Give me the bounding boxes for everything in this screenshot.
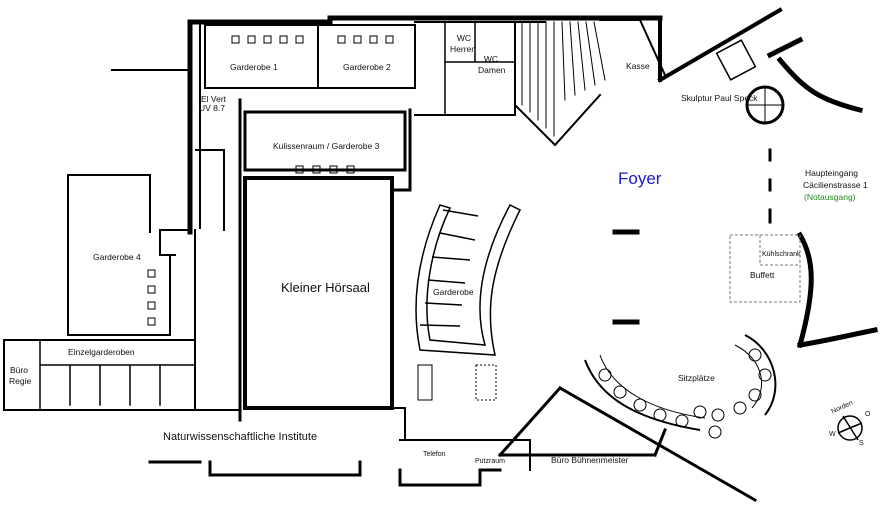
entrance-wall-upper — [766, 36, 864, 114]
label-putzraum: Putzraum — [475, 458, 505, 465]
furniture — [147, 35, 497, 401]
left-wing-top — [111, 69, 191, 256]
coat-racks — [419, 209, 479, 327]
right-top-wall — [657, 7, 783, 83]
label-regie: Regie — [9, 376, 32, 386]
telefon-wall — [399, 439, 531, 471]
left-lower-wall — [194, 229, 241, 411]
stair-top — [514, 21, 602, 147]
label-compass-w: W — [829, 431, 836, 438]
wc-divider — [444, 21, 516, 116]
label-uv: UV 8.7 — [199, 103, 225, 113]
label-wc-damen: Damen — [478, 65, 506, 75]
stair-steps — [521, 21, 606, 137]
left-stair-wall — [195, 24, 225, 231]
label-kulissenraum: Kulissenraum / Garderobe 3 — [273, 141, 380, 151]
compass — [837, 415, 863, 441]
label-kasse: Kasse — [626, 61, 650, 71]
kasse-wall — [599, 19, 667, 77]
label-buero-buehnenmeister: Büro Bühnenmeister — [551, 455, 629, 465]
lower-center-wall — [379, 407, 406, 441]
label-compass-s: S — [859, 440, 864, 447]
label-sitzplaetze: Sitzplätze — [678, 373, 715, 383]
label-telefon: Telefon — [423, 451, 446, 458]
label-skulptur: Skulptur Paul Speck — [681, 93, 758, 103]
label-foyer: Foyer — [618, 169, 662, 188]
skulptur-symbol — [715, 39, 785, 125]
walls — [3, 7, 878, 503]
buffett-area — [729, 234, 801, 303]
label-garderobe: Garderobe — [433, 287, 474, 297]
outer-wall-top — [187, 15, 663, 25]
entrance-wall-lower — [796, 231, 878, 349]
label-wc-herren-title: WC — [456, 33, 472, 43]
label-wc-damen-title: WC — [483, 54, 499, 64]
bottom-wall-right — [398, 468, 502, 487]
label-einzelgarderoben: Einzelgarderoben — [68, 347, 135, 357]
label-garderobe-1: Garderobe 1 — [230, 62, 278, 72]
seating — [584, 334, 777, 439]
bottom-wall-left — [148, 460, 362, 477]
label-notausgang: (Notausgang) — [804, 192, 856, 202]
label-kuehlschrank: Kühlschrank — [762, 251, 801, 258]
label-wc-herren: Herren — [450, 44, 476, 54]
label-garderobe-4: Garderobe 4 — [93, 252, 141, 262]
label-compass-o: O — [865, 411, 871, 418]
einzel-partitions — [39, 339, 196, 411]
garderobe-4-wall — [67, 174, 171, 336]
label-naturwissenschaftliche: Naturwissenschaftliche Institute — [163, 431, 318, 443]
label-buero: Büro — [10, 365, 28, 375]
label-garderobe-2: Garderobe 2 — [343, 62, 391, 72]
buehnenmeister-wall — [497, 385, 758, 503]
hoersaal-right — [390, 108, 412, 192]
label-el-vert: El Vert — [201, 94, 227, 104]
kulissenraum-wall — [243, 110, 407, 172]
label-caecilienstrasse: Cäcilienstrasse 1 — [803, 180, 868, 190]
label-kleiner-hoersaal: Kleiner Hörsaal — [281, 280, 370, 295]
garderobe-block — [204, 24, 416, 89]
label-buffett: Buffett — [750, 270, 775, 280]
label-haupteingang: Haupteingang — [805, 168, 858, 178]
